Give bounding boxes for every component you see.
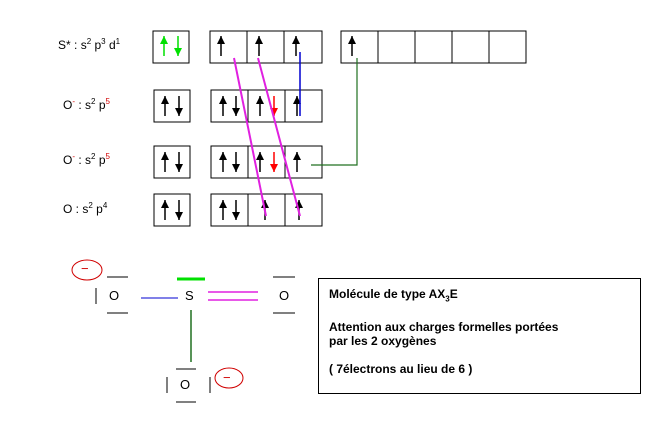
electron-down-s-sulfur-head — [174, 48, 182, 56]
orbital-box — [377, 30, 416, 64]
orbital-box — [247, 193, 286, 227]
orbital-box — [210, 193, 249, 227]
orbital-boxes — [152, 30, 527, 227]
label-oxygen-anion-2: O- : s2 p5 — [63, 152, 110, 167]
orbital-box — [284, 193, 323, 227]
sigma-bond-line-o2 — [311, 58, 358, 166]
atom-oxygen-bottom: O — [180, 377, 191, 392]
orbital-box — [246, 30, 285, 64]
electron-down-s-o1-head — [175, 108, 183, 116]
atom-oxygen-right: O — [279, 288, 290, 303]
electron-up-s-sulfur-head — [160, 36, 168, 44]
orbital-box — [153, 193, 191, 227]
atom-oxygen-left: O — [109, 288, 120, 303]
orbital-box — [451, 30, 490, 64]
electron-arrows — [160, 36, 356, 220]
orbital-box — [284, 89, 323, 123]
connection-lines — [233, 52, 358, 217]
electron-up-p2-sulfur-head — [255, 36, 263, 44]
electron-down-s-o2-head — [175, 164, 183, 172]
pi-bond-line-2 — [257, 57, 301, 217]
lewis-structure — [71, 259, 295, 403]
atom-sulfur: S — [185, 288, 194, 303]
orbital-box — [152, 30, 190, 64]
label-sulfur-excited: S* : s2 p3 d1 — [58, 37, 121, 52]
electron-up-s-o1-head — [161, 96, 169, 104]
electron-down-p1-o1-head — [232, 108, 240, 116]
electron-down-p1-o3-head — [232, 212, 240, 220]
electron-up-s-o3-head — [161, 200, 169, 208]
orbital-box — [153, 145, 191, 179]
electron-up-p2-o2-head — [256, 152, 264, 160]
info-line-3: par les 2 oxygènes — [329, 334, 437, 349]
electron-up-p3-o2-head — [293, 152, 301, 160]
electron-up-p3-o1-head — [293, 96, 301, 104]
electron-up-p1-o1-head — [219, 96, 227, 104]
info-title: Molécule de type AX3E — [329, 287, 458, 304]
info-line-2: Attention aux charges formelles portées — [329, 320, 559, 335]
label-oxygen-anion-1: O- : s2 p5 — [63, 97, 110, 112]
orbital-box — [210, 145, 249, 179]
orbital-box — [247, 89, 286, 123]
charge-circle-bottom — [214, 367, 244, 389]
electron-up-s-o2-head — [161, 152, 169, 160]
charge-circle-left — [71, 259, 103, 281]
electron-up-p1-o2-head — [219, 152, 227, 160]
orbital-box — [284, 145, 323, 179]
orbital-box — [488, 30, 527, 64]
electron-up-p1-sulfur-head — [217, 36, 225, 44]
formal-charge-bottom: − — [223, 370, 231, 385]
label-oxygen-neutral: O : s2 p4 — [63, 201, 108, 216]
electron-up-p2-o1-head — [256, 96, 264, 104]
electron-transferred-o2-head — [270, 164, 278, 172]
electron-up-p1-o3-head — [219, 200, 227, 208]
electron-up-p3-sulfur-head — [292, 36, 300, 44]
orbital-box — [209, 30, 248, 64]
orbital-box — [283, 30, 323, 64]
info-box: Molécule de type AX3E Attention aux char… — [318, 278, 641, 394]
orbital-box — [340, 30, 379, 64]
pi-bond-line-1 — [233, 57, 267, 217]
formal-charge-left: − — [81, 261, 89, 276]
electron-up-d-sulfur-head — [348, 36, 356, 44]
orbital-box — [153, 89, 191, 123]
electron-down-s-o3-head — [175, 212, 183, 220]
orbital-box — [414, 30, 453, 64]
info-line-4: ( 7électrons au lieu de 6 ) — [329, 362, 473, 377]
electron-down-p1-o2-head — [232, 164, 240, 172]
